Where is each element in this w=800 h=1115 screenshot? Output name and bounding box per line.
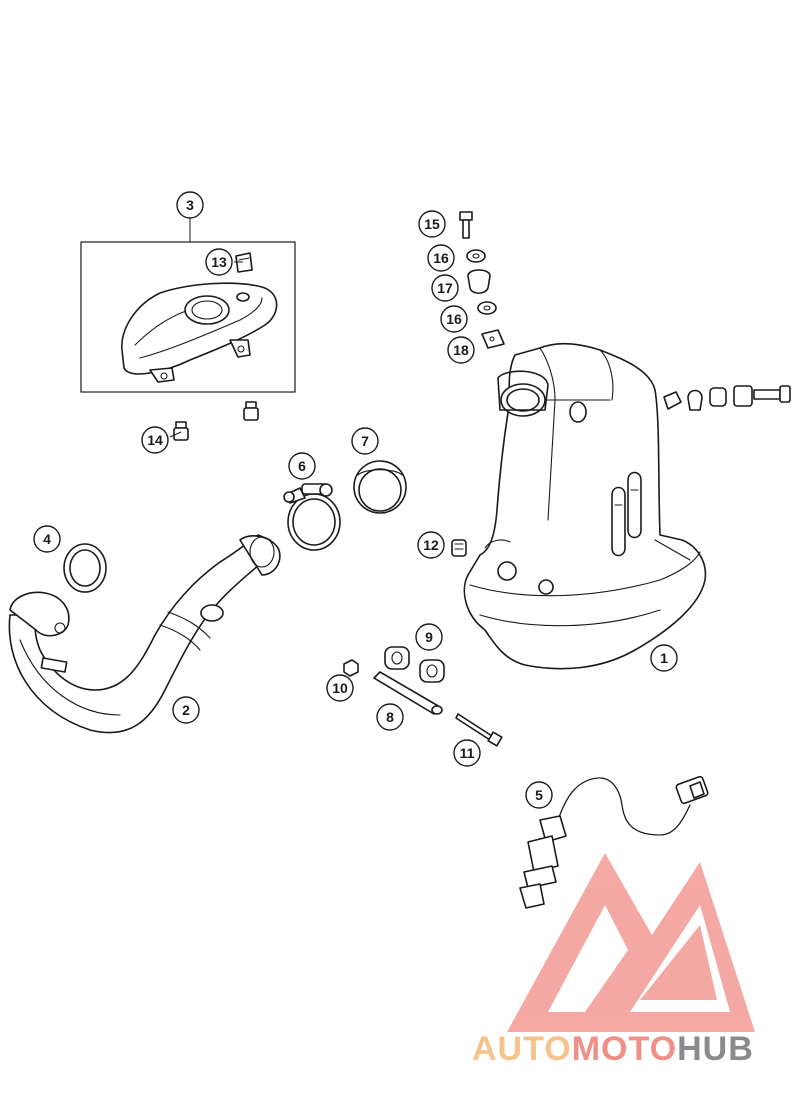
watermark-hub: HUB	[677, 1030, 754, 1068]
svg-text:4: 4	[43, 531, 51, 547]
part-14-bolts	[173, 401, 259, 441]
svg-text:15: 15	[424, 216, 440, 232]
svg-text:2: 2	[182, 702, 190, 718]
callout-8: 8	[376, 703, 404, 731]
part-13-clip	[235, 252, 253, 273]
parts-15-18-fasteners	[459, 211, 505, 349]
part-6-clamp	[283, 483, 341, 551]
callout-4: 4	[33, 525, 61, 553]
part-5-oxygen-sensor	[519, 775, 709, 909]
svg-text:3: 3	[186, 197, 194, 213]
part-3-heat-shield	[121, 282, 278, 383]
muffler-mount-hardware	[663, 385, 791, 411]
svg-text:9: 9	[425, 629, 433, 645]
svg-text:14: 14	[147, 432, 163, 448]
callout-13: 13	[205, 248, 233, 276]
part-1-muffler	[463, 342, 707, 670]
watermark-wordmark: AUTOMOTOHUB	[472, 1030, 754, 1069]
callout-2: 2	[172, 696, 200, 724]
svg-text:16: 16	[433, 250, 449, 266]
callout-5: 5	[525, 781, 553, 809]
callout-14: 14	[141, 426, 169, 454]
group-3-box	[80, 241, 296, 393]
svg-text:13: 13	[211, 254, 227, 270]
callout-7: 7	[351, 427, 379, 455]
callout-1: 1	[650, 644, 678, 672]
svg-text:8: 8	[386, 709, 394, 725]
callout-11: 11	[453, 739, 481, 767]
callout-16-upper: 16	[427, 244, 455, 272]
watermark-moto: MOTO	[571, 1030, 678, 1068]
svg-text:10: 10	[332, 680, 348, 696]
callout-3: 3	[176, 191, 204, 219]
part-9-dampers	[384, 646, 445, 683]
callout-18: 18	[447, 336, 475, 364]
part-8-spacer	[373, 671, 443, 715]
svg-text:6: 6	[298, 458, 306, 474]
callout-12: 12	[417, 531, 445, 559]
svg-text:12: 12	[423, 537, 439, 553]
callout-17: 17	[431, 274, 459, 302]
svg-text:16: 16	[446, 311, 462, 327]
watermark-logo	[507, 853, 755, 1032]
callout-10: 10	[326, 674, 354, 702]
svg-text:11: 11	[460, 745, 475, 761]
callout-15: 15	[418, 210, 446, 238]
callout-16-lower: 16	[440, 305, 468, 333]
part-7-sleeve	[353, 460, 407, 514]
leader-lines	[169, 261, 243, 438]
part-10-nut	[343, 659, 359, 677]
callout-9: 9	[415, 623, 443, 651]
part-2-header-pipe	[8, 534, 281, 734]
part-4-gasket	[63, 543, 107, 593]
callouts: 1 2 3 4 5 6 7 8 9 10 11 12 13 14 15 16 1…	[33, 191, 678, 809]
svg-text:5: 5	[535, 787, 543, 803]
watermark-auto: AUTO	[472, 1030, 572, 1068]
callout-6: 6	[288, 452, 316, 480]
part-12-grommet	[451, 539, 467, 557]
svg-text:7: 7	[361, 433, 369, 449]
svg-text:18: 18	[453, 342, 469, 358]
part-11-bolt	[455, 713, 503, 747]
svg-text:1: 1	[660, 650, 668, 666]
svg-text:17: 17	[437, 280, 453, 296]
